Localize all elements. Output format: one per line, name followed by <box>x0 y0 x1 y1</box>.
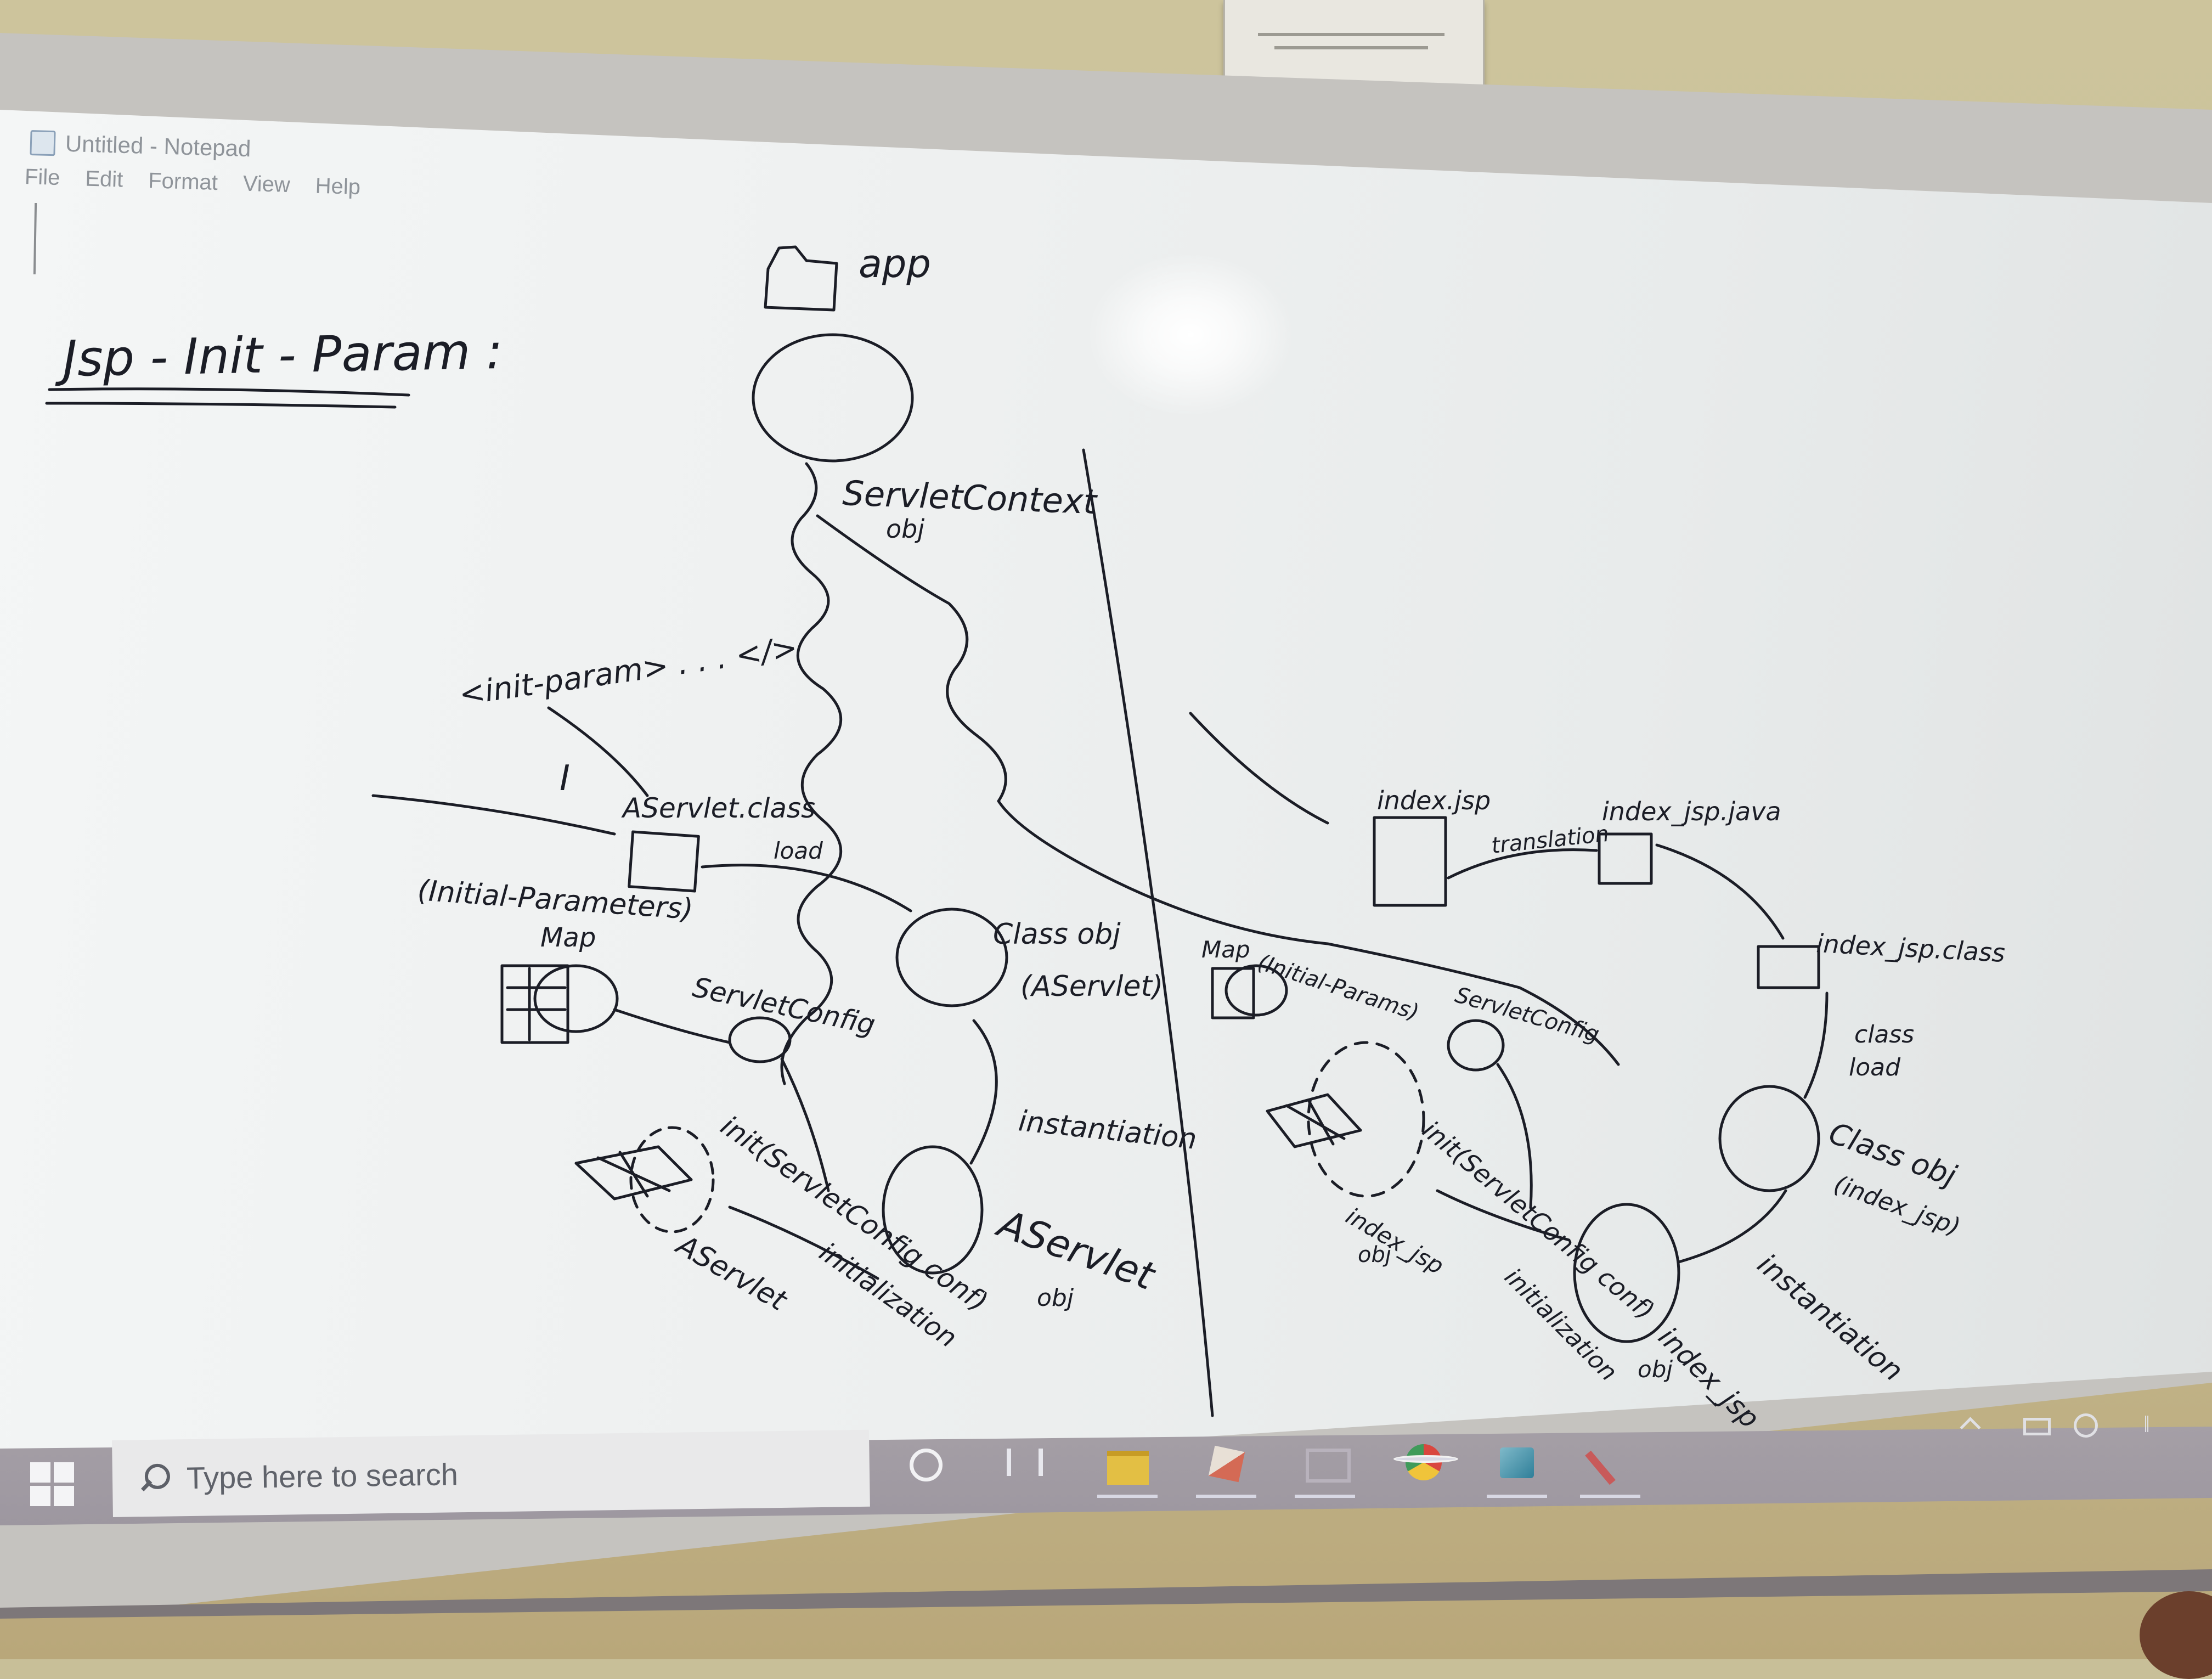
class-load-label: class <box>1854 1021 1914 1049</box>
context-circle <box>752 333 914 463</box>
map-label: Map <box>540 922 596 953</box>
wavy-connector <box>780 462 843 1085</box>
windows-logo-icon <box>54 1486 74 1506</box>
java-file-icon <box>1598 832 1653 885</box>
class-obj-name: (AServlet) <box>1020 970 1163 1003</box>
arrow <box>728 1205 879 1280</box>
arrow <box>1189 712 1329 825</box>
projector-vent <box>1258 33 1444 36</box>
servlet-config-circle <box>1447 1019 1505 1072</box>
load-arrow <box>701 864 912 912</box>
translation-label: translation <box>1490 821 1610 859</box>
divider-line <box>1082 448 1214 1417</box>
start-button[interactable] <box>30 1462 74 1506</box>
windows-logo-icon <box>30 1486 50 1506</box>
windows-logo-icon <box>30 1462 50 1483</box>
instantiation-arrow <box>969 1019 998 1165</box>
chevron-up-icon[interactable] <box>1953 1410 1986 1438</box>
heading-underline <box>48 387 410 397</box>
class-obj-circle <box>1718 1085 1820 1192</box>
servlet-context-label: ServletContext <box>842 473 1098 522</box>
arrow <box>1436 1189 1571 1242</box>
windows-logo-icon <box>54 1462 74 1483</box>
text-cursor-glyph: I <box>560 758 570 799</box>
class-obj-label: Class obj <box>993 918 1121 951</box>
map-grid-icon <box>1285 1098 1346 1146</box>
light-glare <box>1086 252 1295 417</box>
window-icon[interactable] <box>1295 1432 1355 1498</box>
index-jsp-obj-circle <box>1573 1203 1680 1343</box>
jsp-file-icon <box>1373 816 1447 907</box>
file-explorer-icon[interactable] <box>1097 1432 1158 1498</box>
map-circle <box>533 964 619 1033</box>
index-jsp-class-label: index_jsp.class <box>1815 928 2006 968</box>
heading-underline <box>45 402 397 409</box>
class-obj-circle <box>895 908 1008 1007</box>
class-file-label: AServlet.class <box>621 792 815 824</box>
arrow <box>613 1008 731 1044</box>
instantiation-label: instantiation <box>1017 1105 1199 1156</box>
wavy-connector <box>816 514 1620 1066</box>
servlet-config-circle <box>728 1016 792 1063</box>
app-icon[interactable] <box>1487 1432 1547 1498</box>
instantiation-arrow <box>1677 1189 1787 1264</box>
battery-icon[interactable] <box>2019 1410 2052 1438</box>
aservlet-label: AServlet <box>670 1228 793 1318</box>
index-jsp-obj-label: index_jsp <box>1341 1202 1448 1280</box>
folder-icon <box>764 245 838 312</box>
arrow <box>1803 991 1829 1099</box>
map-circle <box>1224 964 1288 1017</box>
map-grid-icon <box>500 964 569 1044</box>
paint-icon[interactable] <box>1196 1432 1256 1498</box>
aservlet-obj-label: AServlet <box>990 1201 1161 1299</box>
app-label: app <box>859 241 931 286</box>
arrow <box>1496 1063 1533 1209</box>
search-placeholder: Type here to search <box>186 1456 459 1495</box>
map-grid-icon <box>1211 967 1255 1019</box>
network-icon[interactable] <box>2068 1410 2101 1438</box>
servlet-context-obj-label: obj <box>886 514 924 544</box>
index-jsp-label: index.jsp <box>1377 786 1491 815</box>
class-file-icon <box>628 830 700 893</box>
aservlet-dashed-circle <box>629 1126 715 1233</box>
heading-text: Jsp - Init - Param : <box>54 323 504 388</box>
index-jsp-obj-sub: obj <box>1358 1242 1392 1267</box>
index-jsp-dashed-circle <box>1307 1041 1425 1198</box>
translation-arrow <box>1447 848 1598 880</box>
arrow <box>547 706 649 797</box>
map-grid-icon <box>574 1145 693 1201</box>
map-grid-icon <box>596 1151 671 1198</box>
arrow <box>780 1057 830 1192</box>
search-icon <box>137 1462 171 1495</box>
index-jsp-obj-sub: obj <box>1638 1356 1673 1383</box>
arrow <box>371 794 616 836</box>
map-label: Map <box>1201 936 1250 963</box>
chrome-icon[interactable] <box>1393 1432 1458 1498</box>
load-label: load <box>774 837 823 864</box>
aservlet-obj-sub: obj <box>1037 1284 1074 1312</box>
servlet-config-label: ServletConfig <box>690 971 878 1041</box>
projector-vent <box>1274 46 1428 49</box>
initial-parameters-label: (Initial-Parameters) <box>416 874 694 926</box>
class-load-label: load <box>1849 1053 1901 1081</box>
volume-icon[interactable] <box>2123 1410 2156 1438</box>
aservlet-obj-circle <box>882 1145 984 1275</box>
app-icon[interactable] <box>1580 1432 1640 1498</box>
init-param-tag: <init-param> . . . </> <box>457 630 800 713</box>
task-view-icon[interactable] <box>993 1432 1053 1498</box>
initial-params-label: (Initial-Params) <box>1255 950 1422 1026</box>
class-file-icon <box>1757 945 1820 989</box>
taskbar-search-box[interactable]: Type here to search <box>112 1429 870 1517</box>
arrow <box>1655 843 1785 940</box>
instantiation-label: instantiation <box>1751 1248 1909 1388</box>
index-jsp-java-label: index_jsp.java <box>1602 797 1781 826</box>
cortana-icon[interactable] <box>894 1432 955 1498</box>
